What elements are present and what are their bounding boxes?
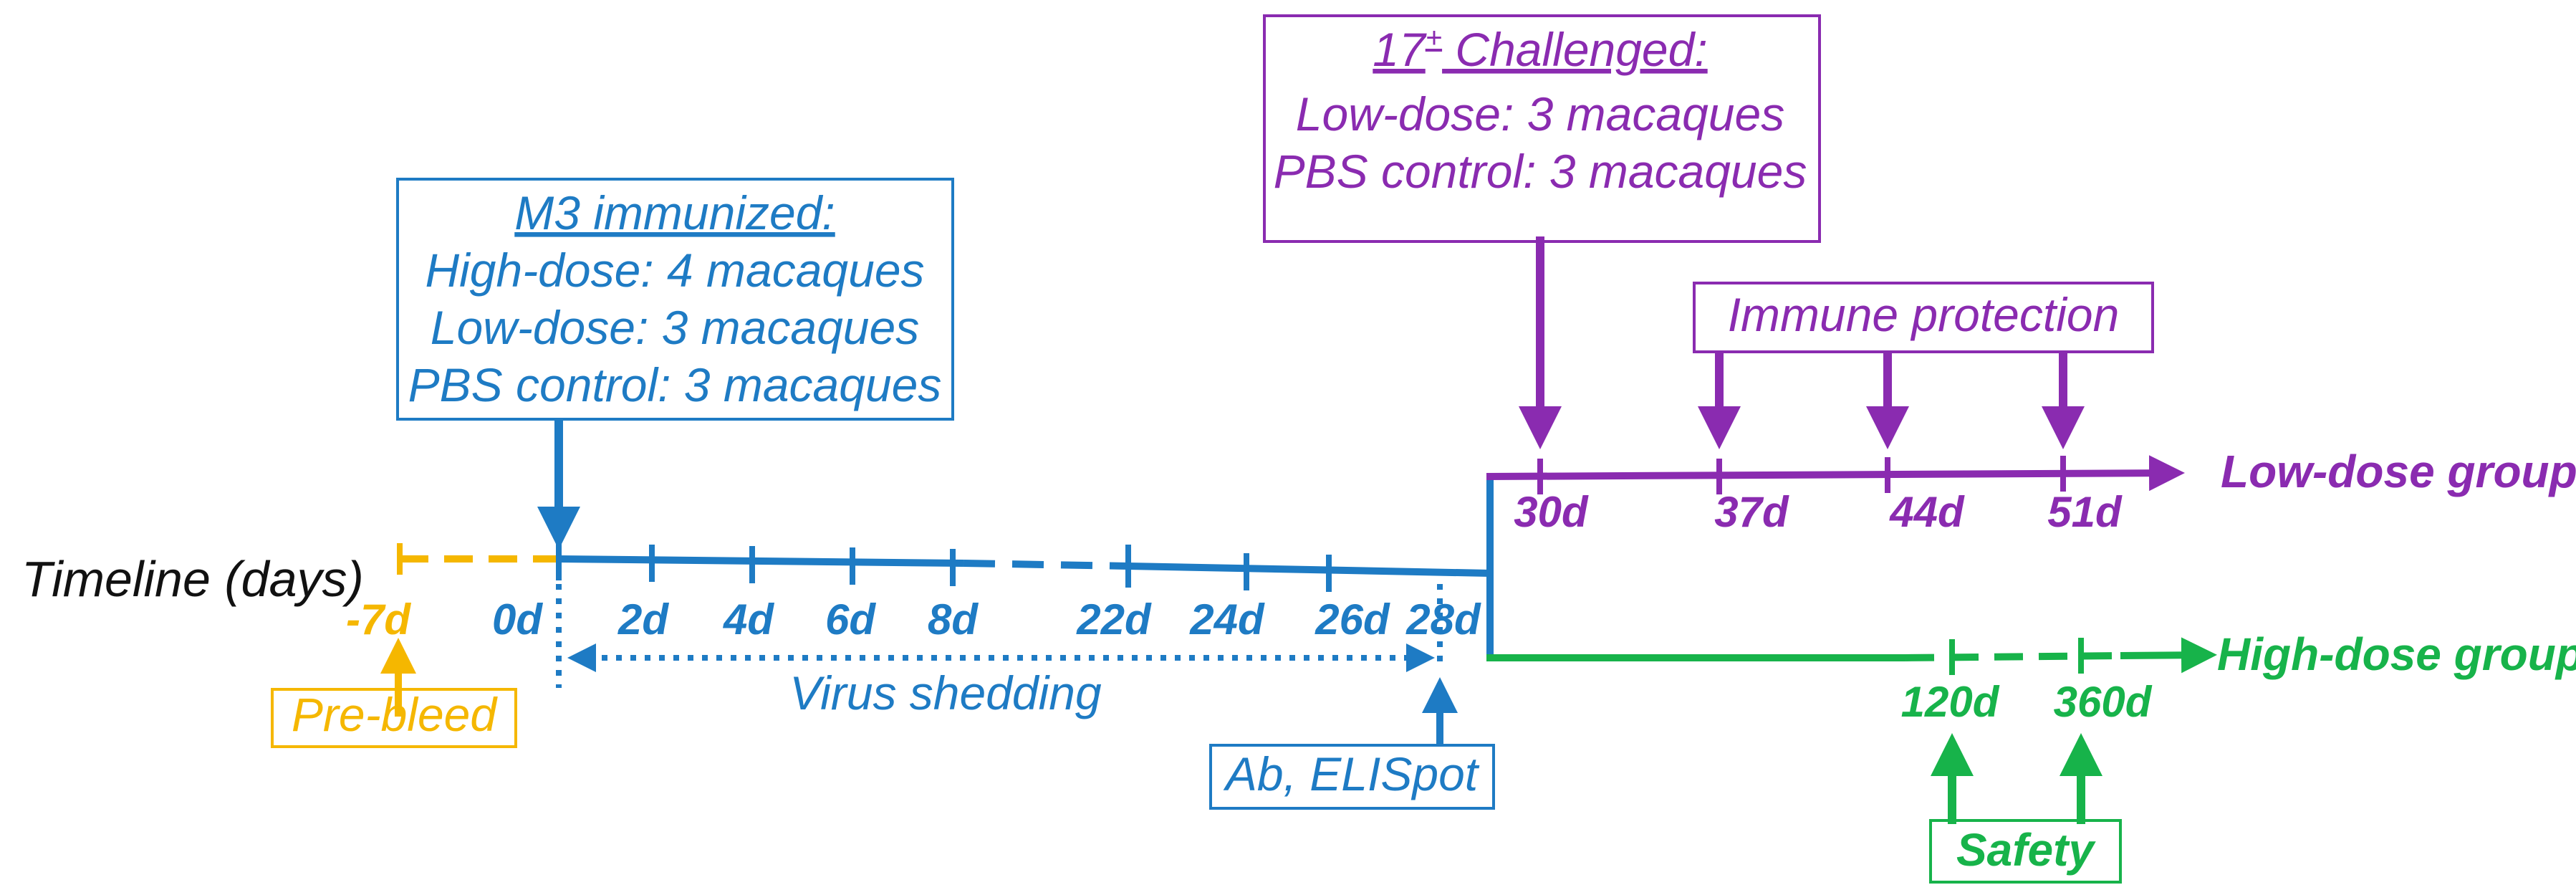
tick-51d: 51d	[2047, 488, 2123, 536]
high-dose-branch	[1486, 637, 2217, 675]
prebleed-day: -7d	[346, 595, 411, 643]
challenge-line-2: PBS control: 3 macaques	[1274, 145, 1807, 198]
prebleed-segment	[380, 543, 559, 717]
immunization-line-2: Low-dose: 3 macaques	[431, 301, 919, 354]
challenge-title: 17+ Challenged:	[1373, 22, 1707, 76]
low-dose-arrow	[1486, 455, 2185, 492]
tick-120d: 120d	[1901, 678, 2000, 726]
high-dose-label: High-dose group	[2217, 628, 2576, 680]
tick-24d: 24d	[1189, 595, 1265, 643]
tick-30d: 30d	[1514, 488, 1589, 536]
tick-44d: 44d	[1889, 488, 1965, 536]
prebleed-box	[271, 688, 517, 748]
immunization-line-3: PBS control: 3 macaques	[408, 358, 942, 411]
main-tick-marks	[556, 541, 1332, 592]
challenge-title-sup: +	[1426, 22, 1442, 54]
safety-label: Safety	[1956, 824, 2097, 876]
immunization-title: M3 immunized:	[514, 186, 835, 239]
prebleed-label: Pre-bleed	[292, 688, 498, 741]
low-dose-label: Low-dose group	[2221, 446, 2576, 497]
tick-6d: 6d	[825, 595, 876, 643]
timeline-label: Timeline (days)	[21, 551, 364, 607]
tick-37d: 37d	[1714, 488, 1789, 536]
safety-box	[1929, 819, 2122, 884]
tick-26d: 26d	[1315, 595, 1390, 643]
tick-0d: 0d	[492, 595, 543, 643]
ab-elispot-label: Ab, ELISpot	[1223, 747, 1480, 800]
ab-elispot-box	[1209, 744, 1495, 810]
immune-protection-label: Immune protection	[1728, 288, 2120, 341]
tick-4d: 4d	[723, 595, 774, 643]
challenge-line-1: Low-dose: 3 macaques	[1296, 87, 1784, 140]
immunization-line-1: High-dose: 4 macaques	[425, 244, 924, 297]
virus-shedding-label: Virus shedding	[789, 666, 1102, 719]
main-timeline	[556, 473, 1494, 659]
tick-2d: 2d	[617, 595, 669, 643]
challenge-title-suffix: Challenged:	[1442, 23, 1708, 76]
tick-360d: 360d	[2054, 678, 2153, 726]
low-dose-branch	[1486, 455, 2185, 494]
tick-22d: 22d	[1076, 595, 1152, 643]
high-dose-arrow	[2120, 637, 2217, 674]
immune-protection-box	[1693, 282, 2154, 353]
challenge-title-prefix: 17	[1373, 23, 1427, 76]
tick-28d: 28d	[1405, 595, 1481, 643]
immunization-box	[396, 178, 954, 421]
tick-8d: 8d	[928, 595, 979, 643]
